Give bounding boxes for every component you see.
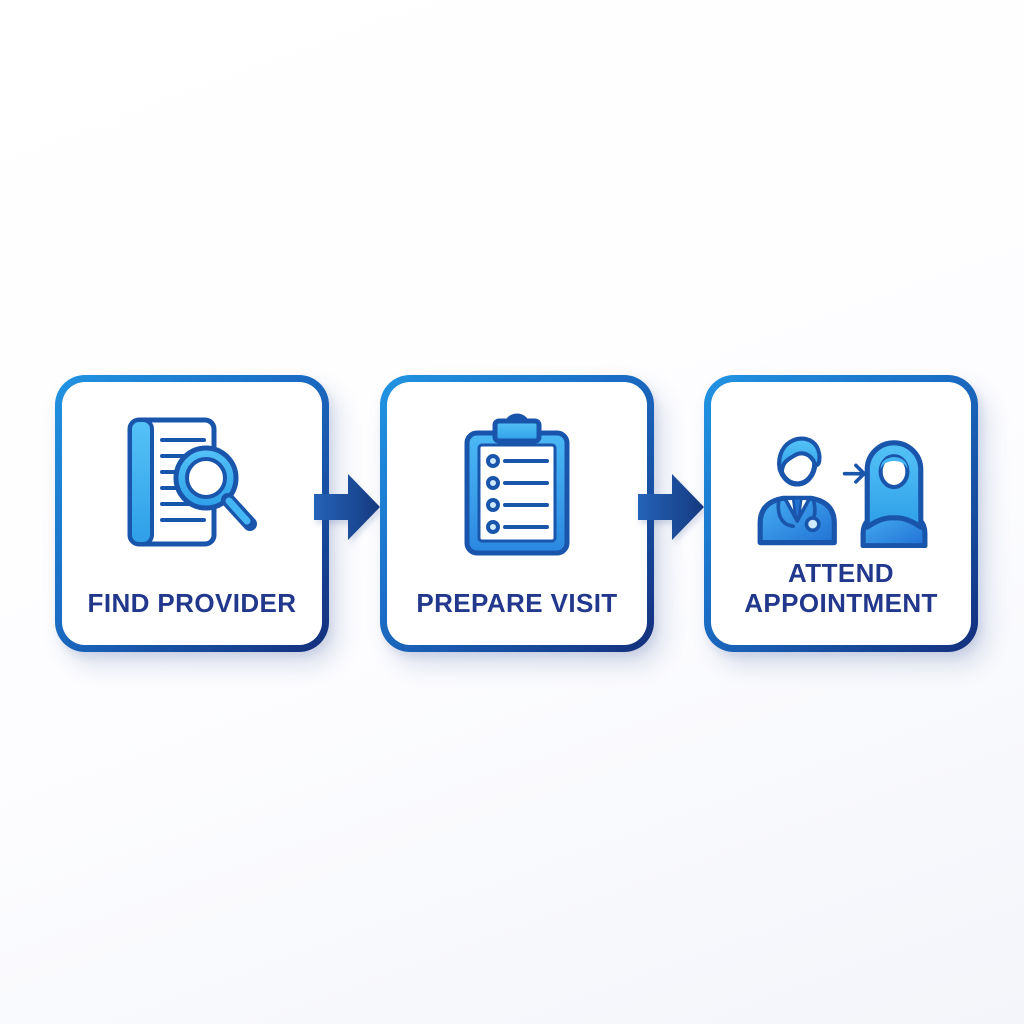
- clipboard-checklist-icon: [387, 410, 647, 562]
- flow-arrow-icon: [638, 474, 704, 540]
- document-search-icon: [62, 410, 322, 562]
- step-card-attend-appointment: ATTEND APPOINTMENT: [704, 375, 978, 652]
- step-label: PREPARE VISIT: [416, 588, 618, 619]
- step-card-find-provider: FIND PROVIDER: [55, 375, 329, 652]
- flow-arrow-icon: [314, 474, 380, 540]
- step-label: ATTEND APPOINTMENT: [744, 557, 938, 619]
- doctor-patient-icon: [711, 410, 971, 562]
- step-card-prepare-visit: PREPARE VISIT: [380, 375, 654, 652]
- step-label: FIND PROVIDER: [87, 588, 297, 619]
